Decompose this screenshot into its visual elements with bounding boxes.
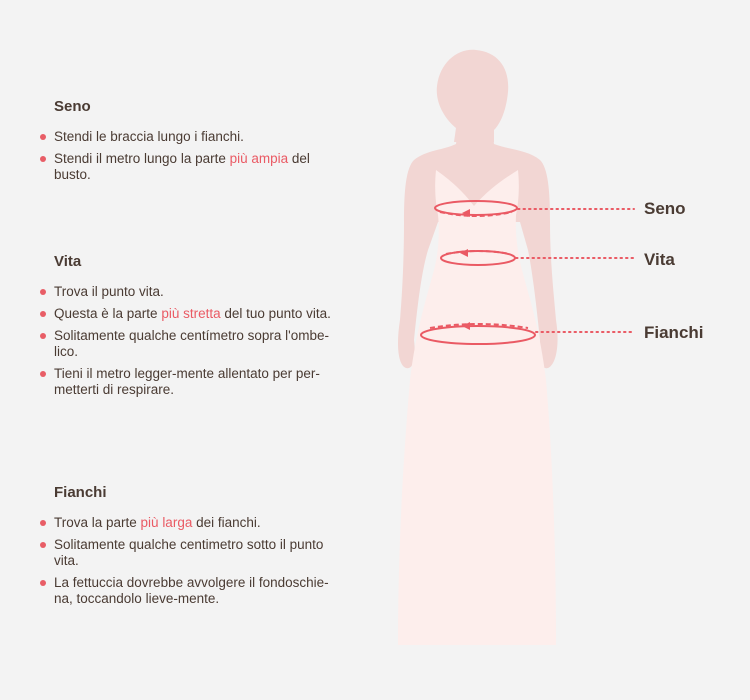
- list-item: Questa è la parte più stretta del tuo pu…: [40, 306, 340, 322]
- list-item: Solitamente qualche centimetro sotto il …: [40, 537, 340, 569]
- body-figure-illustration: [398, 49, 635, 645]
- highlight-text: più ampia: [229, 151, 289, 166]
- list-item: Solitamente qualche centímetro sopra l'o…: [40, 328, 340, 360]
- fianchi-tape-front: [429, 323, 529, 329]
- list-item: La fettuccia dovrebbe avvolgere il fondo…: [40, 575, 340, 607]
- highlight-text: più larga: [140, 515, 193, 530]
- seno-list: Stendi le braccia lungo i fianchi. Stend…: [40, 129, 340, 183]
- section-title-seno: Seno: [54, 98, 91, 115]
- fianchi-list: Trova la parte più larga dei fianchi. So…: [40, 515, 340, 607]
- seno-tape-front: [439, 211, 513, 217]
- fianchi-measure-loop: [420, 325, 536, 345]
- list-item: Stendi il metro lungo la parte più ampia…: [40, 151, 340, 183]
- section-fianchi: Fianchi Trova la parte più larga dei fia…: [40, 484, 340, 613]
- figure-label-vita: Vita: [644, 250, 675, 269]
- section-seno: Seno Stendi le braccia lungo i fianchi. …: [40, 98, 340, 189]
- head-shape: [436, 49, 509, 143]
- fianchi-arrow-icon: [462, 322, 470, 330]
- section-title-fianchi: Fianchi: [54, 484, 107, 501]
- figure-label-seno: Seno: [644, 199, 686, 218]
- seno-arrow-icon: [462, 209, 470, 217]
- list-item: Tieni il metro legger-mente allentato pe…: [40, 366, 340, 398]
- highlight-text: più stretta: [161, 306, 221, 321]
- list-item: Trova il punto vita.: [40, 284, 340, 300]
- vita-arrow-icon: [460, 249, 468, 257]
- vita-list: Trova il punto vita. Questa è la parte p…: [40, 284, 340, 398]
- list-item: Trova la parte più larga dei fianchi.: [40, 515, 340, 531]
- figure-label-fianchi: Fianchi: [644, 323, 704, 342]
- section-vita: Vita Trova il punto vita. Questa è la pa…: [40, 253, 340, 404]
- list-item: Stendi le braccia lungo i fianchi.: [40, 129, 340, 145]
- vita-tape-front: [445, 250, 511, 255]
- section-title-vita: Vita: [54, 253, 82, 270]
- dress-shape: [398, 170, 556, 645]
